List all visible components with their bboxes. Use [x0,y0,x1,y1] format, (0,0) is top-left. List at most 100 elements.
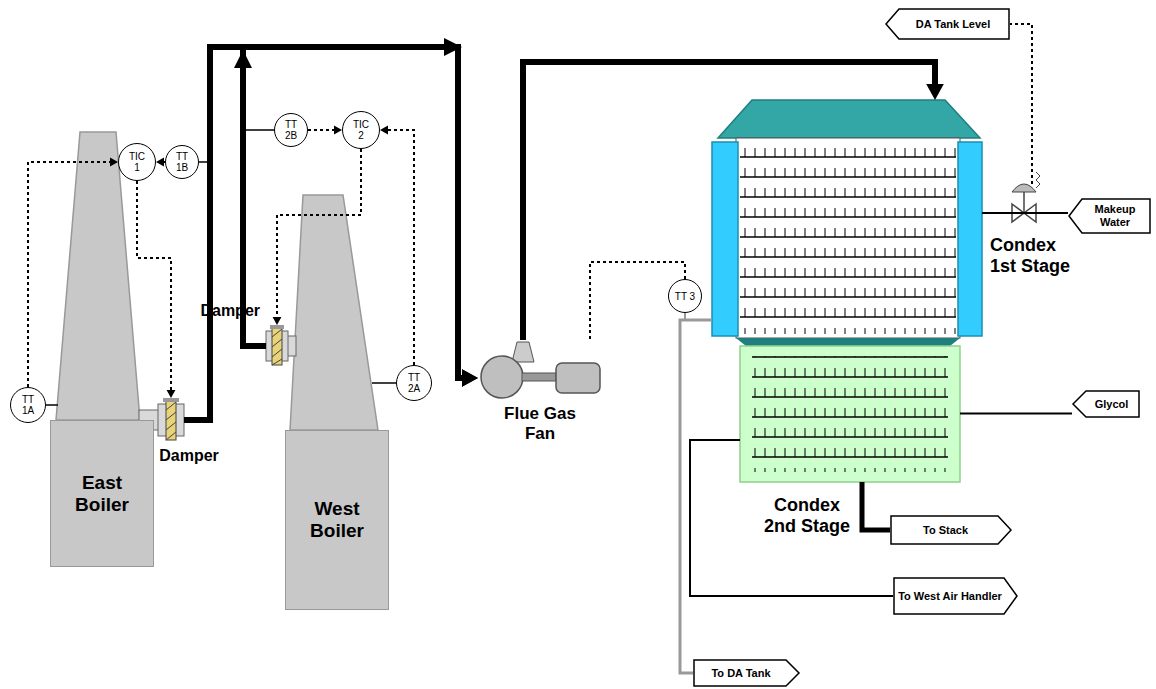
node-label: TIC 1 [126,151,148,173]
connector [680,320,712,673]
sensor-tap [246,129,274,131]
heat-exchanger: Condex 1st Stage [712,100,982,340]
connector [960,413,1072,414]
flow-arrow: To Stack [890,515,1012,545]
heat-exchanger: Condex 2nd Stage [740,345,960,482]
fan-shaft [522,373,556,381]
node-label: TT 2A [403,372,425,394]
node-label: Damper [190,301,260,320]
fan-housing [481,356,523,398]
block-arrow-shape [894,578,1017,614]
connector [862,482,890,530]
controller-bubble: TIC 2 [342,111,380,149]
connector-line [386,130,414,365]
node-label: West Boiler [296,498,378,542]
damper: Damper [158,398,184,442]
connector-line [960,413,1072,415]
boiler: East Boiler [50,420,154,567]
exchanger-body [736,138,960,338]
connector [523,62,944,340]
node-label: DA Tank Level [916,18,991,31]
connector [982,213,1068,214]
connector-line [690,440,893,596]
connector [690,440,893,596]
connector-line [28,162,112,387]
valve-spring [1036,172,1040,188]
damper-hatch [166,402,176,440]
transmitter-bubble: TT 2B [274,113,308,147]
exchanger-transition [736,338,960,346]
node-label: TT 3 [674,291,696,302]
exchanger-body [740,346,960,482]
sensor-tap [46,404,58,406]
arrowhead [926,84,944,100]
flue-gas-fan: Flue Gas Fan [478,340,602,398]
connector-line [184,47,465,420]
controller-bubble: TIC 1 [118,143,156,181]
arrowhead [380,126,388,135]
flow-arrow: To West Air Handler [893,577,1018,615]
arrowhead [167,390,176,398]
damper-hatch [272,329,282,365]
signal-arrow: DA Tank Level [885,8,1010,40]
node-label: To DA Tank [711,667,770,680]
node-label: Condex 2nd Stage [762,495,852,537]
connector-line [982,212,1068,214]
node-label: TIC 2 [350,119,372,141]
connector [243,47,478,387]
sensor-tap [199,161,207,163]
connector-line [523,62,935,340]
node-label: Glycol [1095,398,1129,411]
block-arrow-shape [886,9,1009,39]
node-label: To West Air Handler [898,590,1002,603]
connector-line [308,129,336,131]
fan-outlet [512,342,534,362]
connector-line [277,149,361,319]
node-label: Makeup Water [1083,203,1147,229]
damper-actuator [163,398,179,402]
node-label: Condex 1st Stage [990,235,1080,277]
exchanger-header [712,142,738,336]
boiler-stack [290,195,378,430]
connector-line [862,482,890,530]
connector [137,181,175,398]
valve-actuator [1012,184,1036,192]
tube-bank [752,356,948,472]
boiler: West Boiler [285,430,389,610]
arrowhead [462,369,478,387]
damper: Damper [266,325,288,367]
damper-blade [166,400,176,440]
arrowhead [273,317,282,325]
signal-line [1010,24,1032,184]
node-label: TT 2B [280,119,302,141]
connector-line [137,181,171,392]
valve-stem [1023,192,1025,213]
damper-actuator [270,325,284,329]
block-arrow-shape [694,660,799,686]
arrowhead [110,158,118,167]
connector [308,126,342,135]
fan-motor [556,363,600,393]
node-label: Damper [154,446,224,465]
flow-arrow: Makeup Water [1068,198,1151,234]
arrowhead [156,158,164,167]
block-arrow-shape [1073,391,1139,417]
connector [28,158,118,387]
connector-line [243,47,465,378]
exchanger-hood [718,100,980,138]
connector [273,149,361,325]
block-arrow-shape [891,516,1011,544]
node-label: To Stack [923,524,968,537]
transmitter-bubble: TT 1A [10,387,46,423]
transmitter-bubble: TT 1B [165,145,199,179]
connector [184,47,478,420]
node-label: TT 1B [171,151,193,173]
arrowhead [462,369,478,387]
connector-line [680,320,712,673]
damper-blade [272,327,282,365]
node-label: East Boiler [61,472,143,516]
arrowhead [334,126,342,135]
tube-bank [740,142,956,334]
connector [380,126,414,365]
transmitter-bubble: TT 3 [668,279,702,313]
